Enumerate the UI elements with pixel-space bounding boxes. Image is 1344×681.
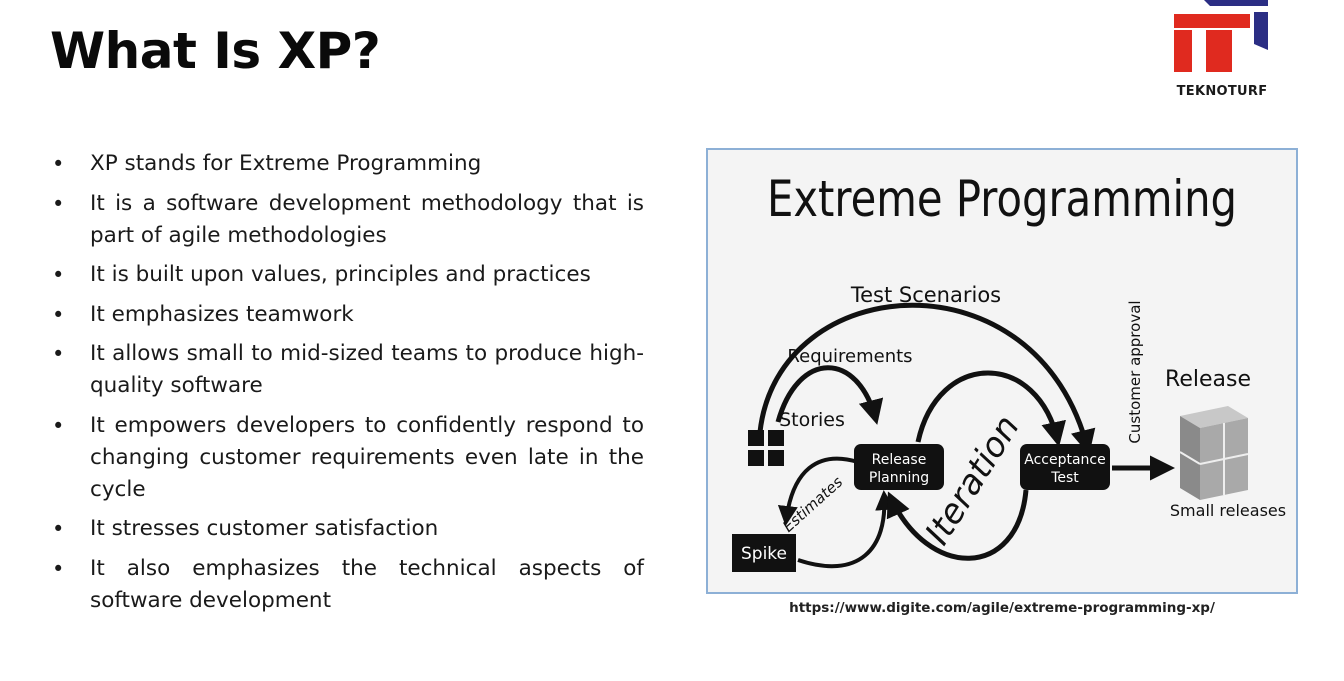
release-planning-node: Release Planning (854, 444, 944, 490)
acceptance-test-label-1: Acceptance (1024, 452, 1105, 468)
bullet-marker: • (52, 302, 65, 327)
spike-label: Spike (741, 544, 787, 564)
bullet-item: • It allows small to mid-sized teams to p… (50, 338, 644, 402)
stories-label: Stories (779, 409, 845, 431)
diagram-title: Extreme Programming (767, 170, 1237, 228)
bullet-item: • XP stands for Extreme Programming (50, 148, 644, 180)
acceptance-test-label-2: Test (1050, 470, 1079, 486)
bullet-text: It is built upon values, principles and … (90, 262, 591, 287)
logo-white-cut (1192, 30, 1206, 72)
bullet-item: • It is built upon values, principles and… (50, 259, 644, 291)
logo-red-stem (1206, 30, 1232, 72)
bullet-item: • It empowers developers to confidently r… (50, 410, 644, 506)
customer-approval-label: Customer approval (1126, 300, 1144, 443)
slide-title: What Is XP? (50, 22, 381, 80)
bullet-item: • It is a software development methodolog… (50, 188, 644, 252)
test-scenarios-arrow (757, 302, 1096, 455)
bullet-list: • XP stands for Extreme Programming • It i… (50, 148, 644, 624)
bullet-item: • It emphasizes teamwork (50, 299, 644, 331)
estimates-arrow (777, 456, 859, 526)
bullet-text: It stresses customer satisfaction (90, 516, 439, 541)
bullet-text: It allows small to mid-sized teams to pr… (90, 341, 644, 398)
bullet-marker: • (52, 517, 65, 541)
bullet-marker: • (52, 263, 65, 287)
bullet-text: It empowers developers to confidently re… (90, 412, 644, 502)
release-label: Release (1165, 367, 1251, 392)
release-planning-label-1: Release (872, 452, 927, 468)
requirements-arrow (775, 365, 884, 425)
logo-wordmark: TEKNOTURF (1176, 84, 1268, 99)
bullet-marker: • (52, 556, 65, 581)
requirements-label: Requirements (787, 346, 912, 367)
logo-red-left (1174, 30, 1192, 72)
bullet-marker: • (52, 191, 65, 216)
xp-diagram: Extreme Programming Test Scenarios Requi… (732, 170, 1286, 572)
logo-navy-shape-top (1204, 0, 1268, 6)
source-link[interactable]: https://www.digite.com/agile/extreme-pro… (789, 600, 1215, 616)
release-cube-icon (1179, 406, 1249, 500)
story-cards-icon (748, 430, 784, 466)
iteration-loop-bottom-arrow (886, 489, 1029, 561)
release-planning-label-2: Planning (869, 470, 929, 486)
bullet-text: It is a software development methodology… (90, 190, 644, 248)
bullet-item: • It stresses customer satisfaction (50, 513, 644, 545)
bullet-marker: • (52, 152, 65, 176)
bullet-marker: • (52, 413, 65, 438)
small-releases-label: Small releases (1170, 501, 1286, 520)
teknoturf-logo (1174, 0, 1268, 72)
bullet-text: It also emphasizes the technical aspects… (90, 555, 644, 613)
logo-red-bar (1174, 14, 1250, 28)
iteration-loop-top-arrow (915, 370, 1066, 447)
bullet-item: • It also emphasizes the technical aspect… (50, 553, 644, 617)
xp-diagram-figure: Extreme Programming Test Scenarios Requi… (706, 148, 1298, 594)
acceptance-test-node: Acceptance Test (1020, 444, 1110, 490)
bullet-text: It emphasizes teamwork (90, 301, 354, 327)
bullet-text: XP stands for Extreme Programming (90, 151, 482, 176)
spike-node: Spike (732, 534, 796, 572)
logo-navy-shape-right (1254, 12, 1268, 50)
spike-to-planning-arrow (797, 490, 896, 569)
bullet-marker: • (52, 342, 65, 366)
test-scenarios-label: Test Scenarios (850, 283, 1001, 307)
